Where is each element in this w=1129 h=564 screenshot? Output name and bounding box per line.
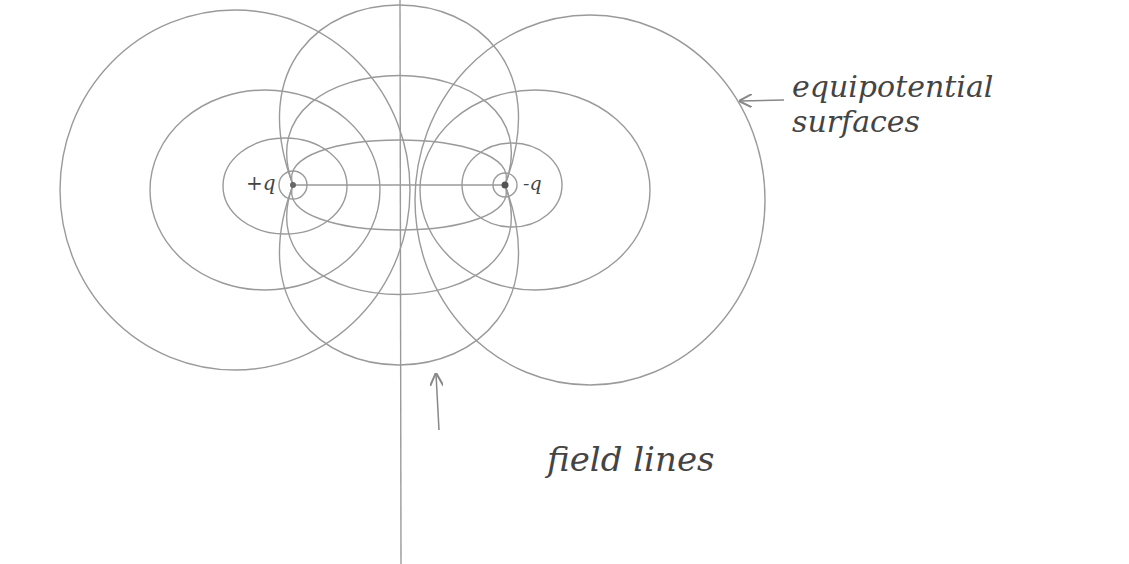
equipotential-surface xyxy=(279,171,307,199)
field-line xyxy=(293,184,505,185)
field-line xyxy=(292,140,507,185)
leader-arrow xyxy=(436,374,439,430)
negative-charge xyxy=(502,182,509,189)
callout-label: equipotential surfaces xyxy=(790,70,1029,139)
equipotential-surface xyxy=(60,10,410,370)
charge-label: -q xyxy=(521,173,544,195)
charge-label: +q xyxy=(244,172,278,195)
equipotential-surface xyxy=(415,15,765,385)
positive-charge xyxy=(290,182,296,188)
equipotential-surface xyxy=(493,173,517,197)
equipotential-surface xyxy=(420,90,650,290)
equipotential-surface xyxy=(223,138,347,234)
field-line xyxy=(287,76,512,186)
symmetry-axis xyxy=(400,0,401,564)
field-line xyxy=(287,185,512,295)
leader-arrow xyxy=(740,100,784,101)
equipotential-surface xyxy=(150,90,380,290)
field-line xyxy=(292,185,507,230)
field-line xyxy=(279,185,518,365)
callout-label: field lines xyxy=(545,440,716,479)
field-line xyxy=(279,5,518,185)
